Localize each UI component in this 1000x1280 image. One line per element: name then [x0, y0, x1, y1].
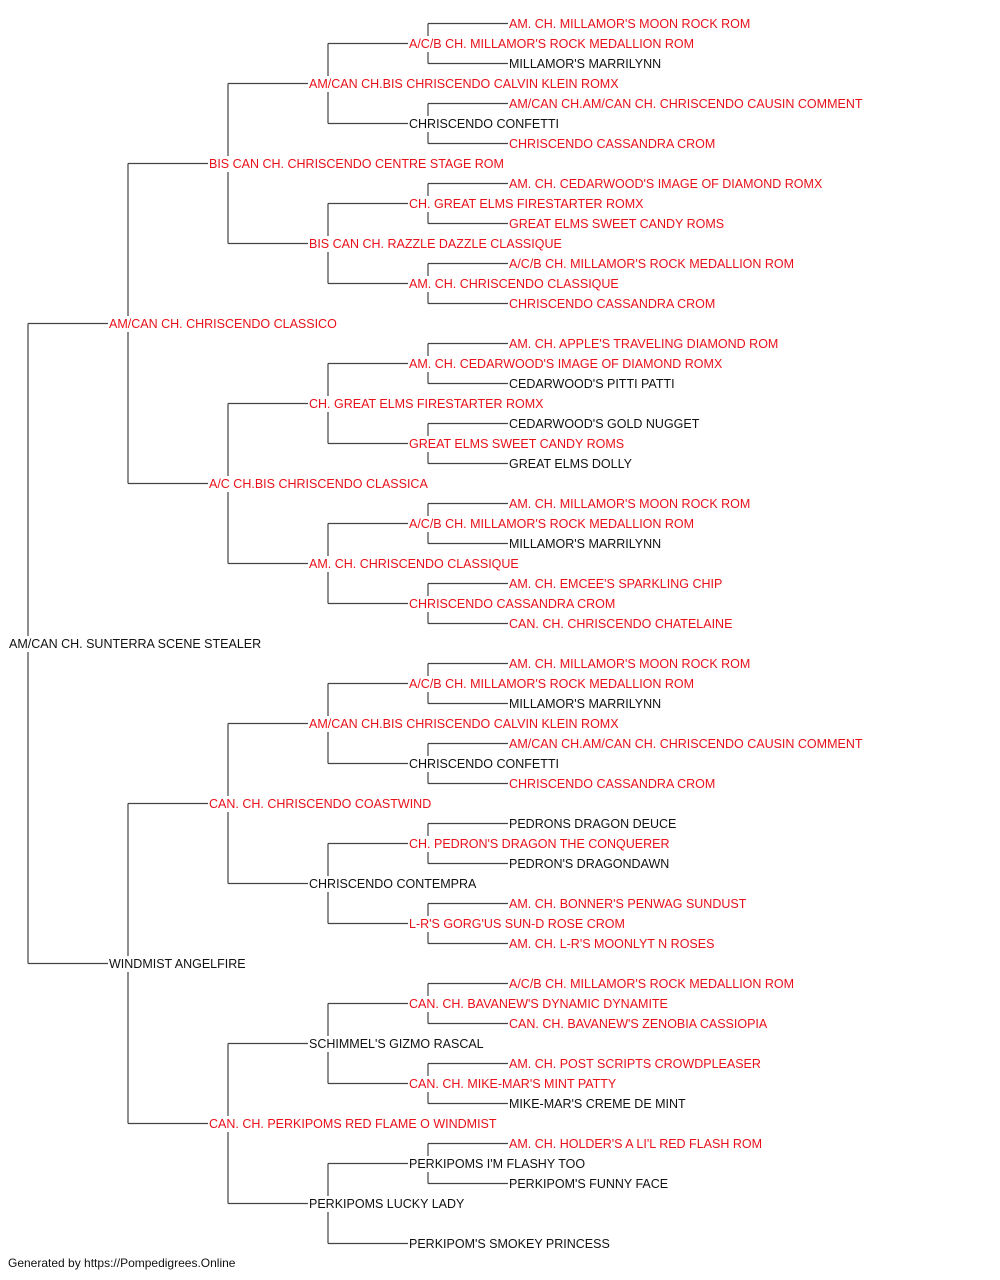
- ancestor-name: CHRISCENDO CONFETTI: [408, 755, 560, 772]
- ancestor-name: AM. CH. MILLAMOR'S MOON ROCK ROM: [508, 15, 752, 32]
- ancestor-name: A/C CH.BIS CHRISCENDO CLASSICA: [208, 475, 429, 492]
- ancestor-name: MILLAMOR'S MARRILYNN: [508, 695, 663, 712]
- ancestor-name: CAN. CH. BAVANEW'S ZENOBIA CASSIOPIA: [508, 1015, 769, 1032]
- ancestor-name: CHRISCENDO CASSANDRA CROM: [508, 775, 717, 792]
- ancestor-name: CH. GREAT ELMS FIRESTARTER ROMX: [308, 395, 545, 412]
- ancestor-name: CHRISCENDO CASSANDRA CROM: [508, 295, 717, 312]
- ancestor-name: PEDRONS DRAGON DEUCE: [508, 815, 678, 832]
- ancestor-name: CEDARWOOD'S PITTI PATTI: [508, 375, 676, 392]
- ancestor-name: PERKIPOM'S SMOKEY PRINCESS: [408, 1235, 611, 1252]
- ancestor-name: CH. GREAT ELMS FIRESTARTER ROMX: [408, 195, 645, 212]
- ancestor-name: CAN. CH. PERKIPOMS RED FLAME O WINDMIST: [208, 1115, 498, 1132]
- ancestor-name: CHRISCENDO CASSANDRA CROM: [408, 595, 617, 612]
- ancestor-name: AM. CH. CEDARWOOD'S IMAGE OF DIAMOND ROM…: [508, 175, 824, 192]
- ancestor-name: A/C/B CH. MILLAMOR'S ROCK MEDALLION ROM: [508, 255, 796, 272]
- ancestor-name: A/C/B CH. MILLAMOR'S ROCK MEDALLION ROM: [408, 675, 696, 692]
- ancestor-name: CAN. CH. CHRISCENDO COASTWIND: [208, 795, 433, 812]
- ancestor-name: MILLAMOR'S MARRILYNN: [508, 535, 663, 552]
- ancestor-name: AM. CH. MILLAMOR'S MOON ROCK ROM: [508, 655, 752, 672]
- ancestor-name: A/C/B CH. MILLAMOR'S ROCK MEDALLION ROM: [508, 975, 796, 992]
- ancestor-name: BIS CAN CH. RAZZLE DAZZLE CLASSIQUE: [308, 235, 563, 252]
- ancestor-name: PERKIPOMS LUCKY LADY: [308, 1195, 466, 1212]
- ancestor-name: AM. CH. L-R'S MOONLYT N ROSES: [508, 935, 716, 952]
- ancestor-name: A/C/B CH. MILLAMOR'S ROCK MEDALLION ROM: [408, 35, 696, 52]
- ancestor-name: AM. CH. CHRISCENDO CLASSIQUE: [408, 275, 620, 292]
- ancestor-name: CAN. CH. MIKE-MAR'S MINT PATTY: [408, 1075, 618, 1092]
- ancestor-name: CHRISCENDO CASSANDRA CROM: [508, 135, 717, 152]
- ancestor-name: PEDRON'S DRAGONDAWN: [508, 855, 671, 872]
- ancestor-name: AM. CH. CHRISCENDO CLASSIQUE: [308, 555, 520, 572]
- ancestor-name: AM. CH. EMCEE'S SPARKLING CHIP: [508, 575, 724, 592]
- ancestor-name: AM/CAN CH.AM/CAN CH. CHRISCENDO CAUSIN C…: [508, 95, 864, 112]
- ancestor-name: BIS CAN CH. CHRISCENDO CENTRE STAGE ROM: [208, 155, 505, 172]
- ancestor-name: PERKIPOM'S FUNNY FACE: [508, 1175, 670, 1192]
- ancestor-name: CHRISCENDO CONTEMPRA: [308, 875, 478, 892]
- subject-dog-name: AM/CAN CH. SUNTERRA SCENE STEALER: [8, 635, 263, 652]
- ancestor-name: AM/CAN CH. CHRISCENDO CLASSICO: [108, 315, 338, 332]
- ancestor-name: AM. CH. CEDARWOOD'S IMAGE OF DIAMOND ROM…: [408, 355, 724, 372]
- ancestor-name: GREAT ELMS SWEET CANDY ROMS: [408, 435, 626, 452]
- ancestor-name: AM. CH. BONNER'S PENWAG SUNDUST: [508, 895, 748, 912]
- ancestor-name: MILLAMOR'S MARRILYNN: [508, 55, 663, 72]
- ancestor-name: CHRISCENDO CONFETTI: [408, 115, 560, 132]
- ancestor-name: WINDMIST ANGELFIRE: [108, 955, 247, 972]
- ancestor-name: CAN. CH. BAVANEW'S DYNAMIC DYNAMITE: [408, 995, 669, 1012]
- ancestor-name: CH. PEDRON'S DRAGON THE CONQUERER: [408, 835, 671, 852]
- ancestor-name: GREAT ELMS SWEET CANDY ROMS: [508, 215, 726, 232]
- ancestor-name: CEDARWOOD'S GOLD NUGGET: [508, 415, 701, 432]
- ancestor-name: AM. CH. POST SCRIPTS CROWDPLEASER: [508, 1055, 762, 1072]
- ancestor-name: AM. CH. APPLE'S TRAVELING DIAMOND ROM: [508, 335, 780, 352]
- ancestor-name: A/C/B CH. MILLAMOR'S ROCK MEDALLION ROM: [408, 515, 696, 532]
- ancestor-name: AM/CAN CH.BIS CHRISCENDO CALVIN KLEIN RO…: [308, 715, 620, 732]
- ancestor-name: L-R'S GORG'US SUN-D ROSE CROM: [408, 915, 626, 932]
- generated-by-footer: Generated by https://Pompedigrees.Online: [8, 1256, 236, 1270]
- ancestor-name: AM. CH. HOLDER'S A LI'L RED FLASH ROM: [508, 1135, 763, 1152]
- ancestor-name: AM. CH. MILLAMOR'S MOON ROCK ROM: [508, 495, 752, 512]
- ancestor-name: AM/CAN CH.AM/CAN CH. CHRISCENDO CAUSIN C…: [508, 735, 864, 752]
- ancestor-name: AM/CAN CH.BIS CHRISCENDO CALVIN KLEIN RO…: [308, 75, 620, 92]
- ancestor-name: MIKE-MAR'S CREME DE MINT: [508, 1095, 687, 1112]
- ancestor-name: SCHIMMEL'S GIZMO RASCAL: [308, 1035, 485, 1052]
- ancestor-name: CAN. CH. CHRISCENDO CHATELAINE: [508, 615, 734, 632]
- ancestor-name: PERKIPOMS I'M FLASHY TOO: [408, 1155, 587, 1172]
- ancestor-name: GREAT ELMS DOLLY: [508, 455, 633, 472]
